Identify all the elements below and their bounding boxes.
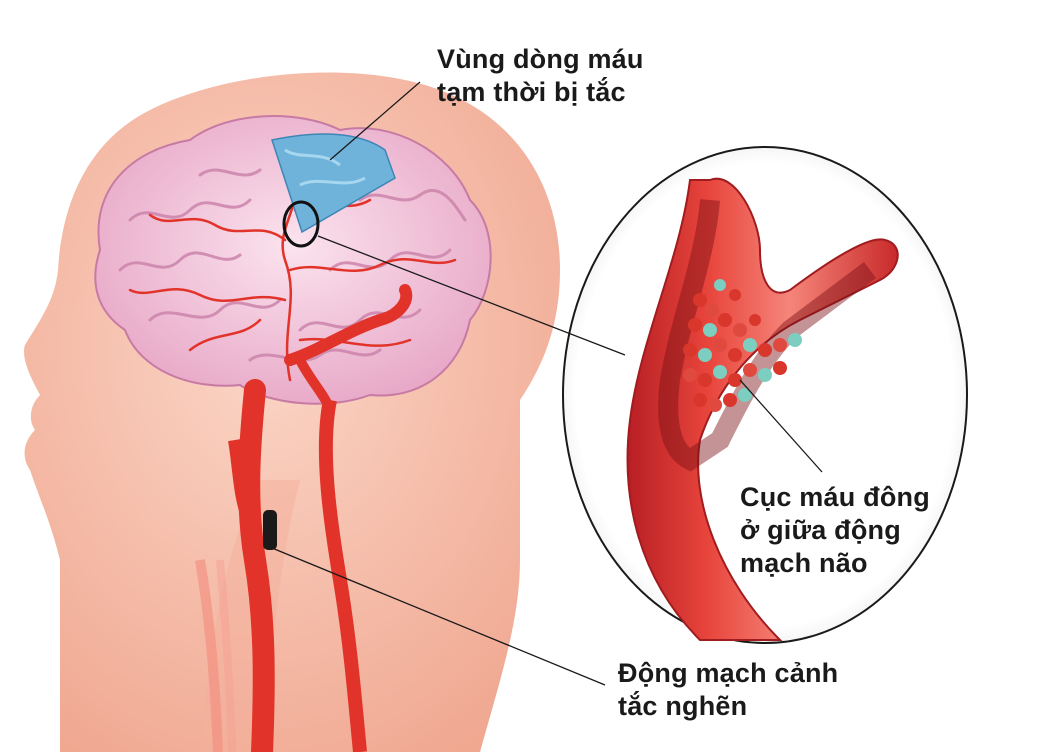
- inset-magnification: [562, 146, 968, 644]
- label-carotid-artery: Động mạch cảnh tắc nghẽn: [618, 657, 838, 723]
- label-blocked-region-line1: Vùng dòng máu: [437, 44, 644, 74]
- blood-clot: [683, 279, 802, 412]
- carotid-blockage: [263, 510, 277, 550]
- label-blood-clot-line1: Cục máu đông: [740, 482, 930, 512]
- label-blocked-region-line2: tạm thời bị tắc: [437, 77, 626, 107]
- label-blood-clot-line2: ở giữa động: [740, 515, 901, 545]
- carotid-artery: [228, 284, 413, 752]
- brain: [94, 115, 492, 405]
- label-carotid-artery-line2: tắc nghẽn: [618, 691, 748, 721]
- label-carotid-artery-line1: Động mạch cảnh: [618, 658, 839, 688]
- label-blood-clot: Cục máu đông ở giữa động mạch não: [740, 481, 930, 580]
- label-blood-clot-line3: mạch não: [740, 548, 868, 578]
- label-blocked-region: Vùng dòng máu tạm thời bị tắc: [437, 43, 644, 109]
- leader-lines: [271, 81, 823, 686]
- blockage-marker: [282, 200, 320, 248]
